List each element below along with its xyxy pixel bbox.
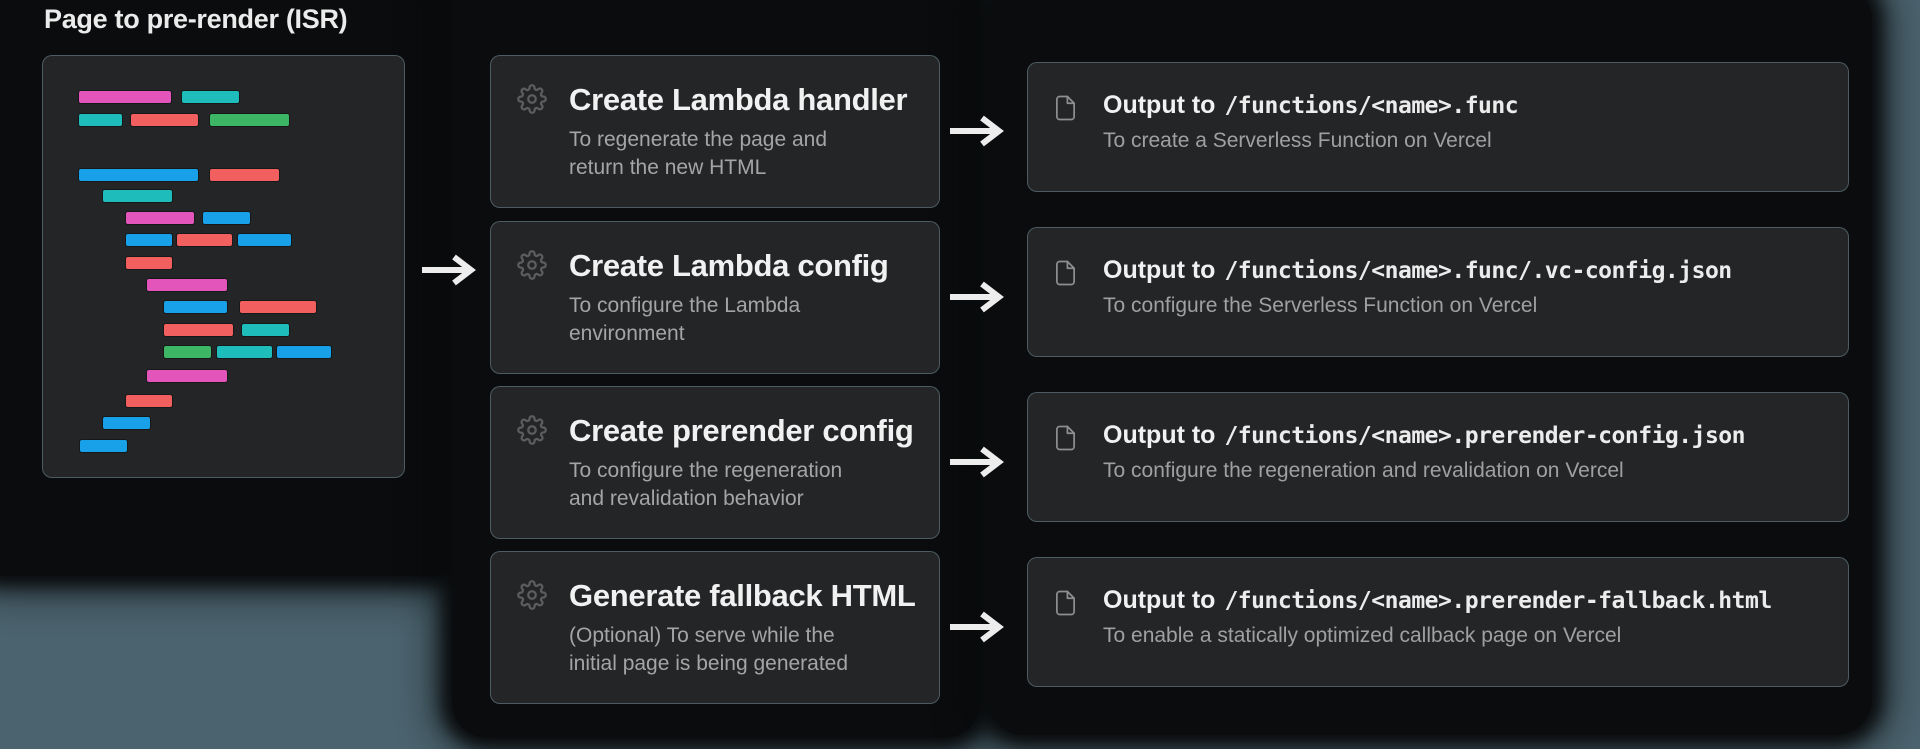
- gear-icon: [517, 580, 547, 610]
- output-description: To configure the regeneration and revali…: [1103, 459, 1624, 482]
- code-bar: [103, 417, 150, 429]
- code-bar: [79, 91, 171, 103]
- output-card-func: Output to/functions/<name>.func To creat…: [1027, 62, 1849, 192]
- output-card-prerender-config: Output to/functions/<name>.prerender-con…: [1027, 392, 1849, 522]
- step-card-create-prerender-config: Create prerender config To configure the…: [490, 386, 940, 539]
- output-path: /functions/<name>.prerender-config.json: [1224, 423, 1745, 449]
- output-card-vc-config: Output to/functions/<name>.func/.vc-conf…: [1027, 227, 1849, 357]
- code-bar: [126, 212, 194, 224]
- step-card-create-lambda-config: Create Lambda config To configure the La…: [490, 221, 940, 374]
- file-icon: [1056, 95, 1075, 121]
- gear-icon: [517, 250, 547, 280]
- arrow-right-icon: [950, 115, 1004, 147]
- code-bar: [164, 324, 233, 336]
- code-bars: [43, 56, 404, 477]
- code-bar: [131, 114, 198, 126]
- output-description: To enable a statically optimized callbac…: [1103, 624, 1622, 647]
- output-label: Output to: [1103, 586, 1216, 614]
- output-path: /functions/<name>.func: [1224, 93, 1519, 119]
- file-icon: [1056, 590, 1075, 616]
- code-bar: [126, 234, 172, 246]
- step-description: To configure the Lambda environment: [569, 294, 801, 345]
- code-bar: [79, 169, 198, 181]
- arrow-right-icon: [950, 446, 1004, 478]
- step-description: To regenerate the page and return the ne…: [569, 128, 828, 179]
- code-bar: [126, 395, 172, 407]
- code-bar: [164, 346, 211, 358]
- step-title: Create Lambda config: [569, 248, 889, 283]
- output-label: Output to: [1103, 91, 1216, 119]
- code-bar: [80, 440, 127, 452]
- page-source-card: [42, 55, 405, 478]
- code-bar: [217, 346, 272, 358]
- step-card-create-lambda-handler: Create Lambda handler To regenerate the …: [490, 55, 940, 208]
- arrow-right-icon: [950, 611, 1004, 643]
- arrow-right-icon: [422, 254, 476, 286]
- output-description: To create a Serverless Function on Verce…: [1103, 129, 1492, 152]
- code-bar: [177, 234, 232, 246]
- gear-icon: [517, 415, 547, 445]
- step-card-generate-fallback-html: Generate fallback HTML (Optional) To ser…: [490, 551, 940, 704]
- step-title: Create prerender config: [569, 413, 914, 448]
- output-card-prerender-fallback: Output to/functions/<name>.prerender-fal…: [1027, 557, 1849, 687]
- code-bar: [79, 114, 122, 126]
- output-label: Output to: [1103, 421, 1216, 449]
- code-bar: [147, 370, 227, 382]
- gear-icon: [517, 84, 547, 114]
- output-label: Output to: [1103, 256, 1216, 284]
- output-path: /functions/<name>.prerender-fallback.htm…: [1224, 588, 1772, 614]
- output-description: To configure the Serverless Function on …: [1103, 294, 1538, 317]
- code-bar: [238, 234, 291, 246]
- code-bar: [240, 301, 316, 313]
- arrow-right-icon: [950, 281, 1004, 313]
- code-bar: [242, 324, 289, 336]
- file-icon: [1056, 425, 1075, 451]
- page-title: Page to pre-render (ISR): [44, 4, 348, 34]
- step-description: (Optional) To serve while the initial pa…: [569, 624, 849, 675]
- code-bar: [147, 279, 227, 291]
- step-title: Create Lambda handler: [569, 82, 908, 117]
- code-bar: [203, 212, 250, 224]
- code-bar: [182, 91, 239, 103]
- code-bar: [210, 169, 279, 181]
- code-bar: [164, 301, 227, 313]
- output-path: /functions/<name>.func/.vc-config.json: [1224, 258, 1732, 284]
- code-bar: [210, 114, 289, 126]
- code-bar: [126, 257, 172, 269]
- code-bar: [103, 190, 172, 202]
- step-description: To configure the regeneration and revali…: [569, 459, 843, 510]
- file-icon: [1056, 260, 1075, 286]
- code-bar: [277, 346, 331, 358]
- step-title: Generate fallback HTML: [569, 578, 916, 613]
